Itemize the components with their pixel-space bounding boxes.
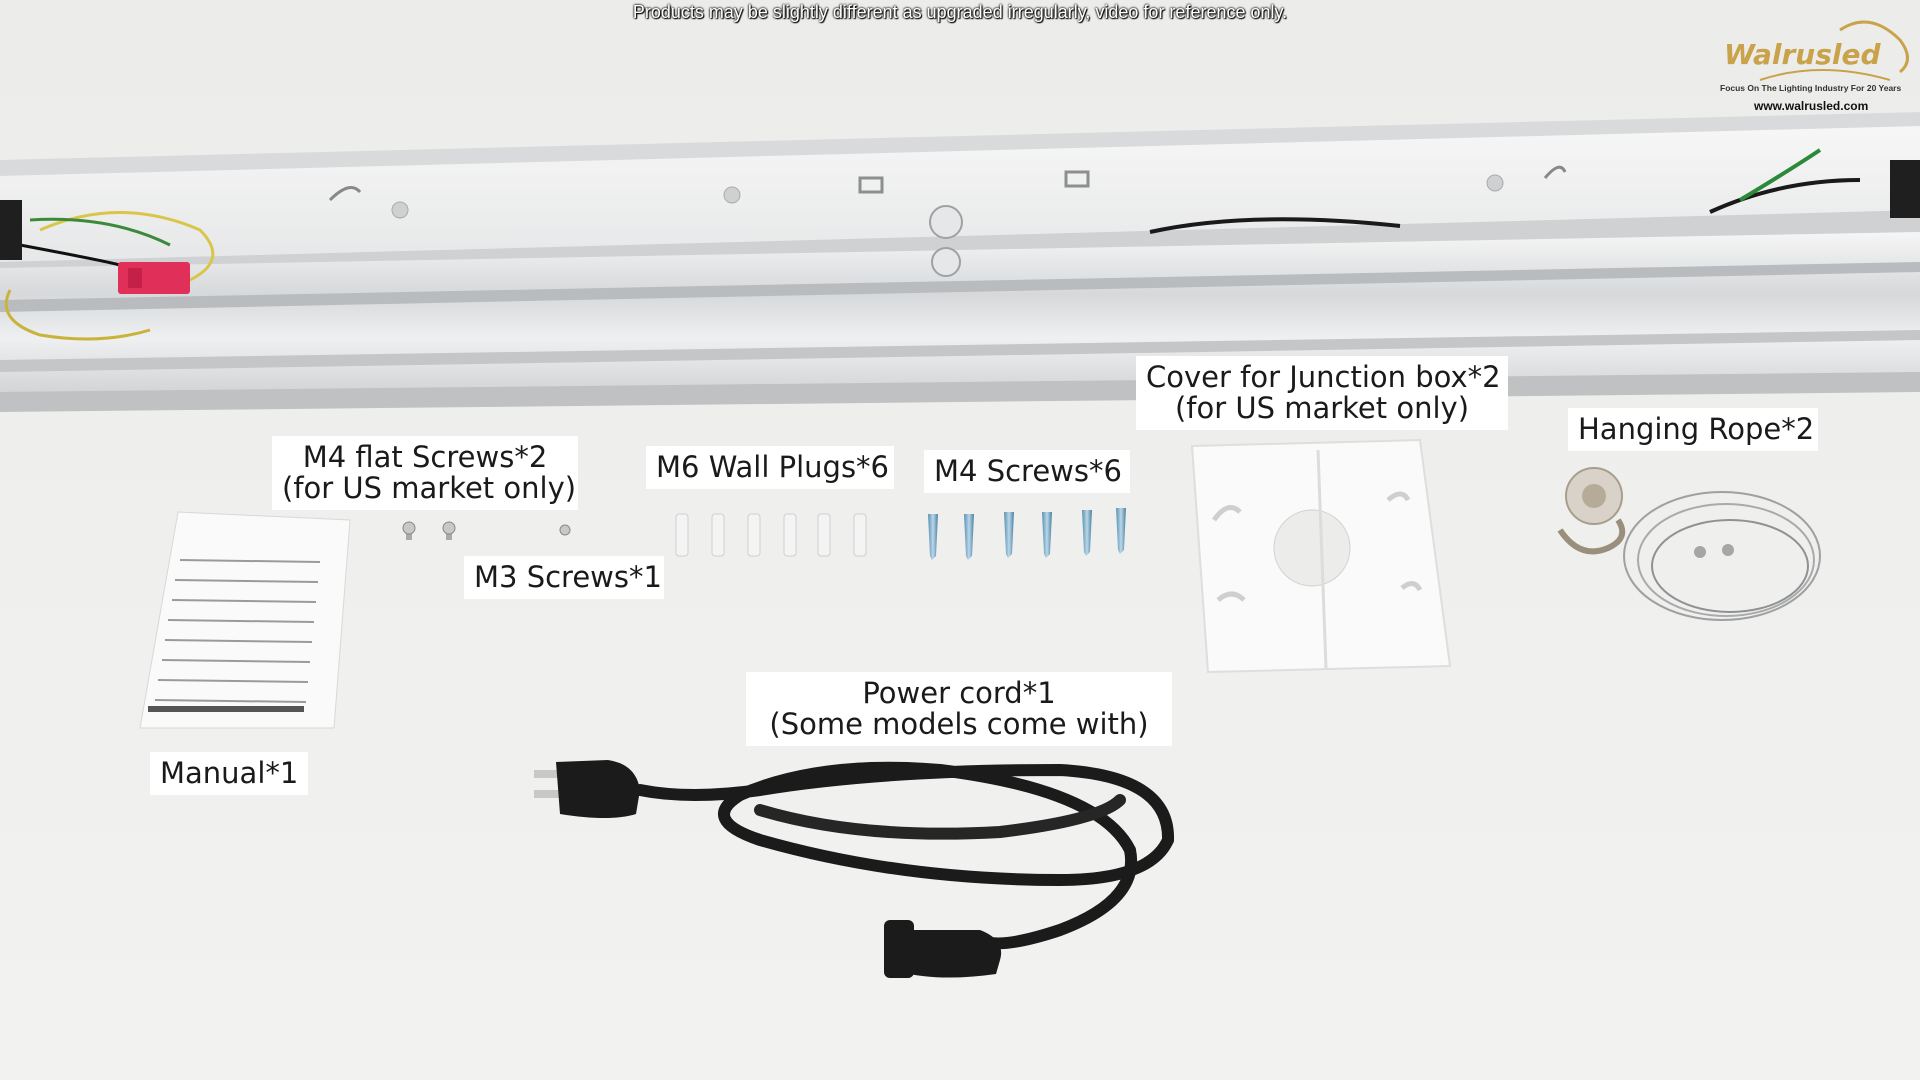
label-junction-box-cover: Cover for Junction box*2 (for US market … bbox=[1136, 356, 1508, 430]
led-fixture bbox=[0, 112, 1920, 412]
label-m3-screws: M3 Screws*1 bbox=[464, 556, 664, 599]
brand-name: Walrusled bbox=[1724, 38, 1881, 71]
junction-box-cover bbox=[1190, 438, 1452, 674]
m6-wall-plugs bbox=[675, 513, 867, 557]
m4-flat-screws bbox=[402, 521, 456, 540]
label-m6-wall-plugs: M6 Wall Plugs*6 bbox=[646, 446, 894, 489]
label-m4-flat-screws: M4 flat Screws*2 (for US market only) bbox=[272, 436, 578, 510]
label-manual: Manual*1 bbox=[150, 752, 308, 795]
brand-logo: Walrusled Focus On The Lighting Industry… bbox=[1706, 10, 1916, 115]
label-power-cord: Power cord*1 (Some models come with) bbox=[746, 672, 1172, 746]
hanging-rope-kit bbox=[1557, 467, 1821, 621]
brand-url: www.walrusled.com bbox=[1754, 99, 1869, 113]
m3-screw bbox=[559, 524, 571, 536]
label-hanging-rope: Hanging Rope*2 bbox=[1568, 408, 1818, 451]
m4-screws bbox=[928, 508, 1126, 560]
manual-booklet bbox=[139, 511, 351, 729]
disclaimer-text: Products may be slightly different as up… bbox=[632, 2, 1288, 22]
label-m4-screws: M4 Screws*6 bbox=[924, 450, 1130, 493]
walrus-logo-crest bbox=[1759, 20, 1909, 81]
brand-tagline: Focus On The Lighting Industry For 20 Ye… bbox=[1720, 83, 1902, 93]
power-cord bbox=[534, 760, 1175, 978]
